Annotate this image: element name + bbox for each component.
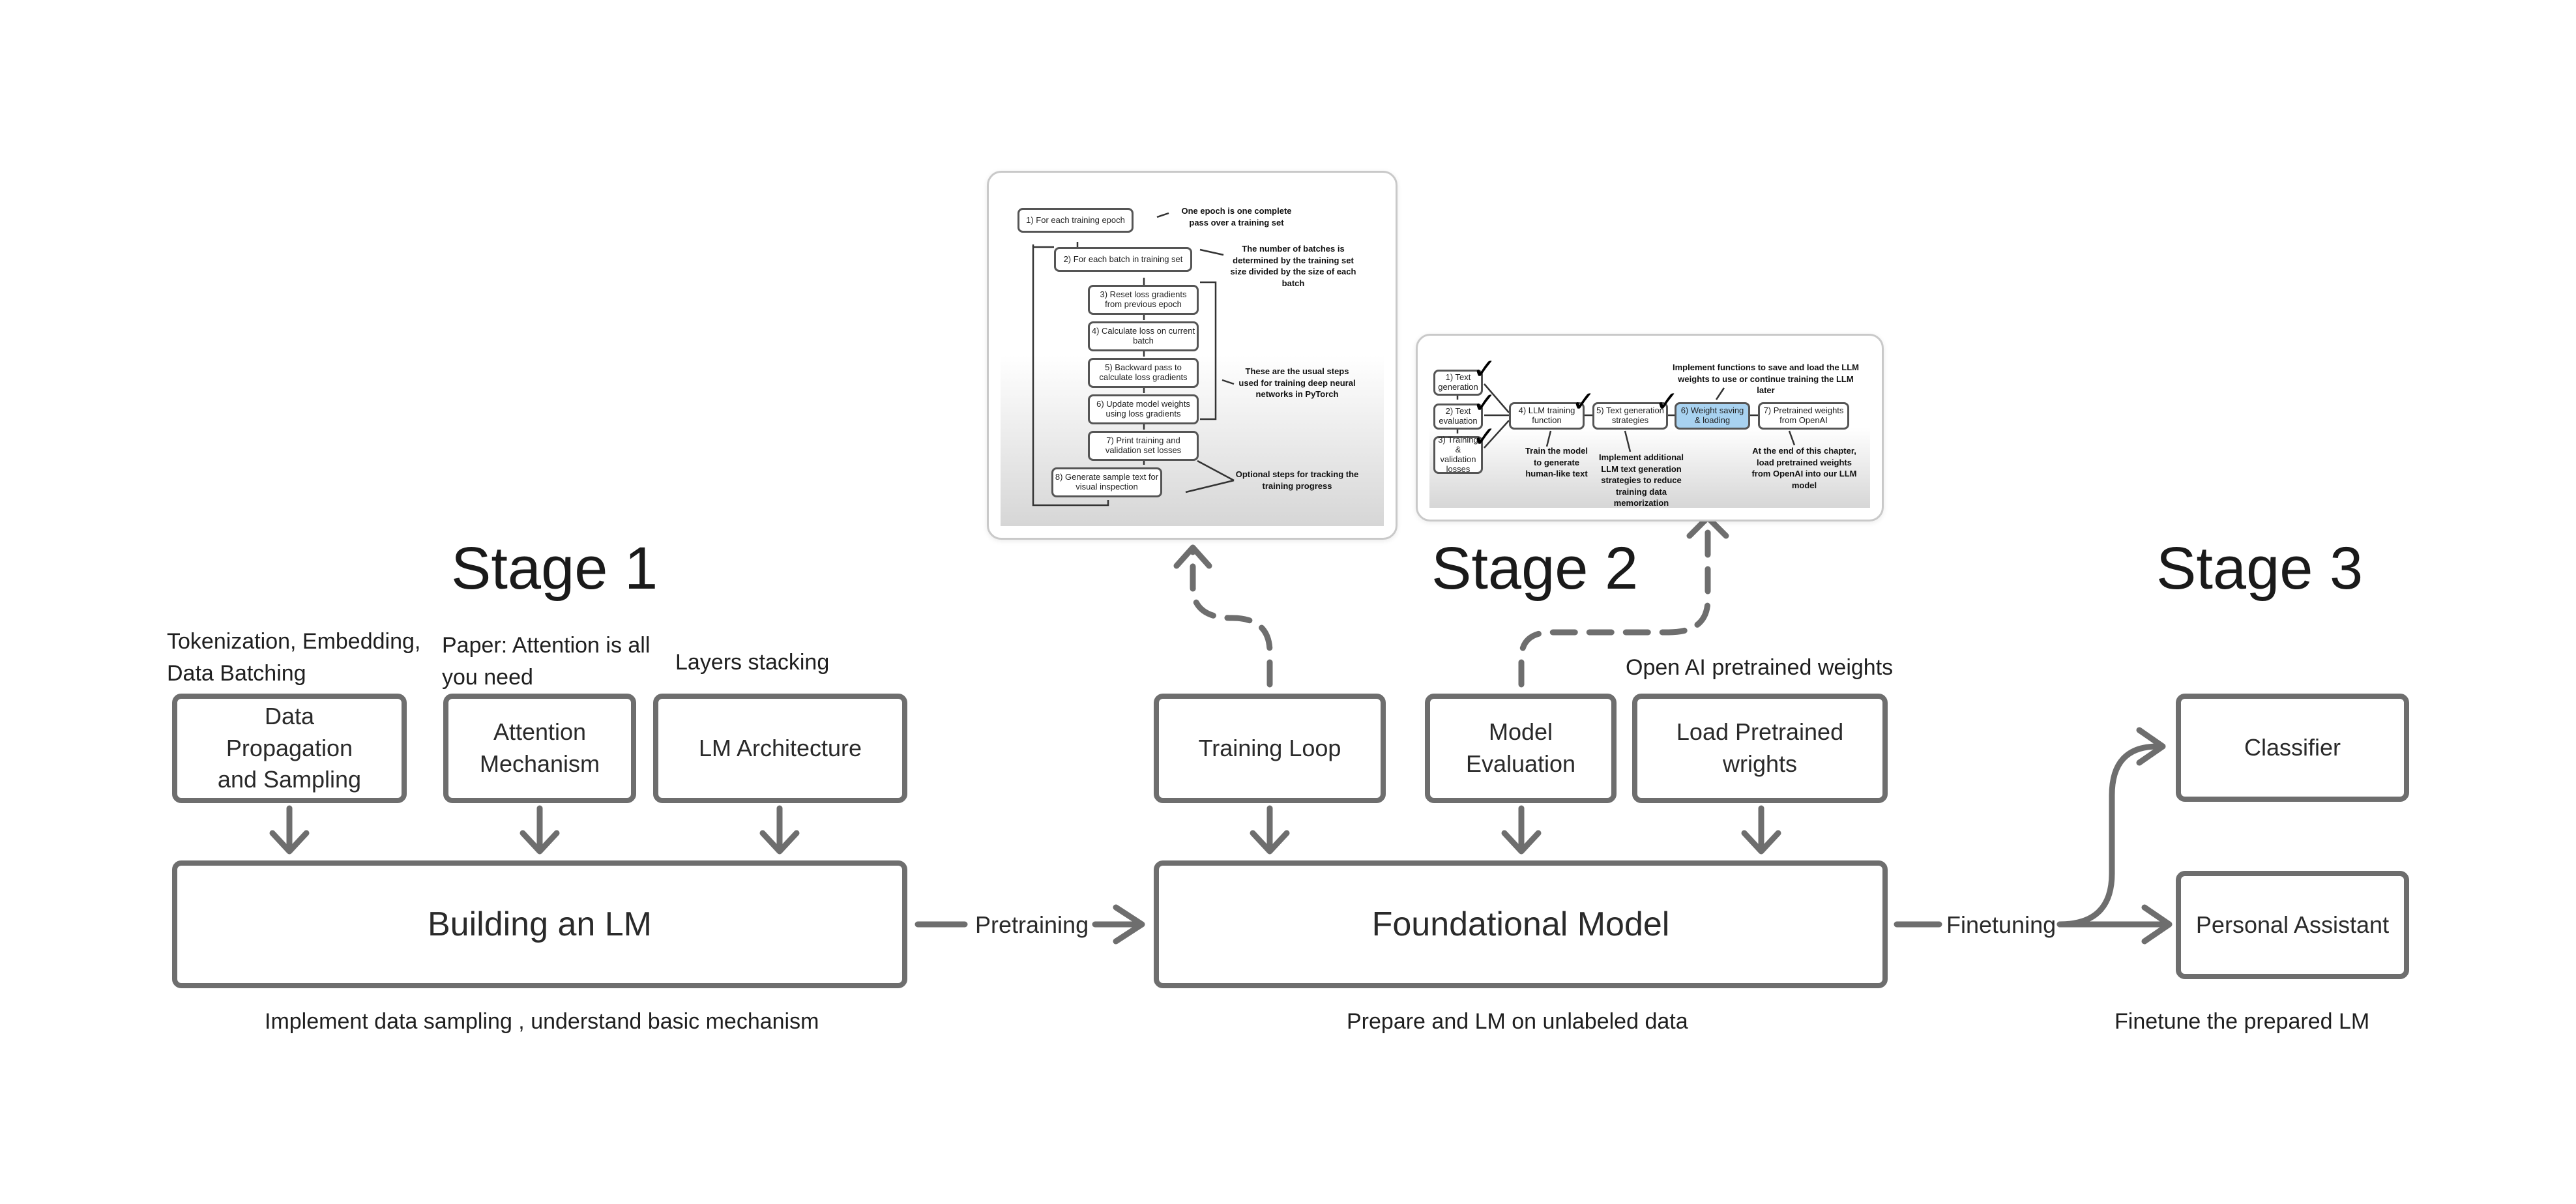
check-icon: ✓ bbox=[1472, 421, 1497, 453]
stage-3-heading: Stage 3 bbox=[2156, 535, 2364, 602]
eval-step-1: 1) Text generation bbox=[1433, 370, 1483, 396]
box-model-evaluation: Model Evaluation bbox=[1425, 694, 1617, 803]
box-building-an-lm: Building an LM bbox=[172, 860, 907, 988]
check-icon: ✓ bbox=[1472, 353, 1497, 385]
dashed-arrow-head-training bbox=[1173, 544, 1212, 569]
eval-step-3: 3) Training & validation losses bbox=[1433, 435, 1483, 474]
eval-step-6-highlighted: 6) Weight saving & loading bbox=[1675, 402, 1750, 430]
caption-stage-1: Implement data sampling , understand bas… bbox=[265, 1009, 819, 1034]
arrow-attention-to-building bbox=[520, 805, 560, 855]
stage-1-heading: Stage 1 bbox=[451, 535, 658, 602]
eval-step-5: 5) Text generation strategies bbox=[1592, 402, 1668, 430]
box-foundational-model-text: Foundational Model bbox=[1371, 905, 1670, 943]
training-step-3: 3) Reset loss gradients from previous ep… bbox=[1088, 285, 1199, 315]
eval-step-7: 7) Pretrained weights from OpenAI bbox=[1758, 402, 1849, 430]
training-note-optional: Optional steps for tracking the training… bbox=[1235, 469, 1359, 491]
thumbnail-training-loop: 1) For each training epoch 2) For each b… bbox=[987, 171, 1398, 540]
training-step-8: 8) Generate sample text for visual inspe… bbox=[1051, 467, 1162, 497]
training-step-1: 1) For each training epoch bbox=[1017, 208, 1134, 233]
box-classifier-text: Classifier bbox=[2244, 733, 2341, 761]
arrow-training-to-foundational bbox=[1250, 805, 1290, 855]
label-tokenization: Tokenization, Embedding, Data Batching bbox=[167, 629, 421, 686]
training-step-7: 7) Print training and validation set los… bbox=[1088, 431, 1199, 461]
box-personal-assistant: Personal Assistant bbox=[2176, 871, 2409, 979]
eval-note-train: Train the model to generate human-like t… bbox=[1525, 446, 1588, 479]
box-model-evaluation-text: Model Evaluation bbox=[1465, 718, 1576, 777]
thumbnail-model-evaluation: 1) Text generation 2) Text evaluation 3)… bbox=[1416, 334, 1884, 521]
dashed-arrow-eval-to-thumb bbox=[1518, 518, 1711, 688]
box-load-pretrained-text: Load Pretrained wrights bbox=[1676, 718, 1844, 777]
thumbnail-eval-lines bbox=[1456, 383, 1796, 452]
thumbnail-training-loop-canvas: 1) For each training epoch 2) For each b… bbox=[1001, 184, 1384, 526]
box-attention-mechanism: Attention Mechanism bbox=[443, 694, 636, 803]
arrow-arch-to-building bbox=[759, 805, 800, 855]
box-training-loop-text: Training Loop bbox=[1198, 734, 1341, 761]
training-step-6: 6) Update model weights using loss gradi… bbox=[1088, 394, 1199, 424]
label-openai-weights: Open AI pretrained weights bbox=[1626, 655, 1894, 680]
caption-stage-3: Finetune the prepared LM bbox=[2115, 1009, 2370, 1034]
check-icon: ✓ bbox=[1655, 386, 1679, 418]
dashed-arrow-training-to-thumb bbox=[1190, 548, 1273, 688]
training-step-4: 4) Calculate loss on current batch bbox=[1088, 321, 1199, 351]
check-icon: ✓ bbox=[1472, 387, 1497, 419]
training-note-batches: The number of batches is determined by t… bbox=[1230, 244, 1356, 288]
thumbnail-training-lines bbox=[1032, 212, 1235, 507]
arrow-finetuning bbox=[1894, 727, 2173, 945]
check-icon: ✓ bbox=[1572, 386, 1596, 418]
eval-note-save-load: Implement functions to save and load the… bbox=[1672, 362, 1860, 396]
training-note-usual-steps: These are the usual steps used for train… bbox=[1238, 366, 1356, 400]
label-layers-stacking: Layers stacking bbox=[675, 650, 830, 675]
arrow-eval-to-foundational bbox=[1501, 805, 1542, 855]
caption-stage-2: Prepare and LM on unlabeled data bbox=[1347, 1009, 1688, 1034]
eval-step-2: 2) Text evaluation bbox=[1433, 404, 1483, 430]
box-classifier: Classifier bbox=[2176, 694, 2409, 802]
box-attention-mechanism-text: Attention Mechanism bbox=[479, 718, 600, 777]
box-data-propagation: Data Propagation and Sampling bbox=[172, 694, 407, 803]
arrow-data-to-building bbox=[269, 805, 310, 855]
eval-note-strategies: Implement additional LLM text generation… bbox=[1598, 452, 1684, 508]
box-lm-architecture-text: LM Architecture bbox=[698, 734, 862, 761]
label-attention-paper: Paper: Attention is all you need bbox=[442, 633, 651, 690]
box-load-pretrained: Load Pretrained wrights bbox=[1632, 694, 1888, 803]
box-personal-assistant-text: Personal Assistant bbox=[2195, 911, 2390, 938]
box-lm-architecture: LM Architecture bbox=[653, 694, 907, 803]
training-step-5: 5) Backward pass to calculate loss gradi… bbox=[1088, 358, 1199, 388]
training-note-epoch: One epoch is one complete pass over a tr… bbox=[1181, 206, 1292, 228]
arrow-load-to-foundational bbox=[1741, 805, 1781, 855]
stage-2-heading: Stage 2 bbox=[1431, 535, 1639, 602]
box-training-loop: Training Loop bbox=[1154, 694, 1386, 803]
arrow-pretraining bbox=[915, 904, 1145, 945]
thumbnail-eval-canvas: 1) Text generation 2) Text evaluation 3)… bbox=[1429, 347, 1870, 508]
label-finetuning: Finetuning bbox=[1946, 911, 2056, 939]
label-pretraining: Pretraining bbox=[975, 911, 1089, 939]
box-foundational-model: Foundational Model bbox=[1154, 860, 1888, 988]
box-data-propagation-text: Data Propagation and Sampling bbox=[217, 703, 362, 793]
box-building-an-lm-text: Building an LM bbox=[428, 905, 652, 943]
training-step-2: 2) For each batch in training set bbox=[1054, 247, 1192, 272]
eval-step-4: 4) LLM training function bbox=[1509, 402, 1585, 430]
eval-note-openai: At the end of this chapter, load pretrai… bbox=[1751, 446, 1857, 490]
